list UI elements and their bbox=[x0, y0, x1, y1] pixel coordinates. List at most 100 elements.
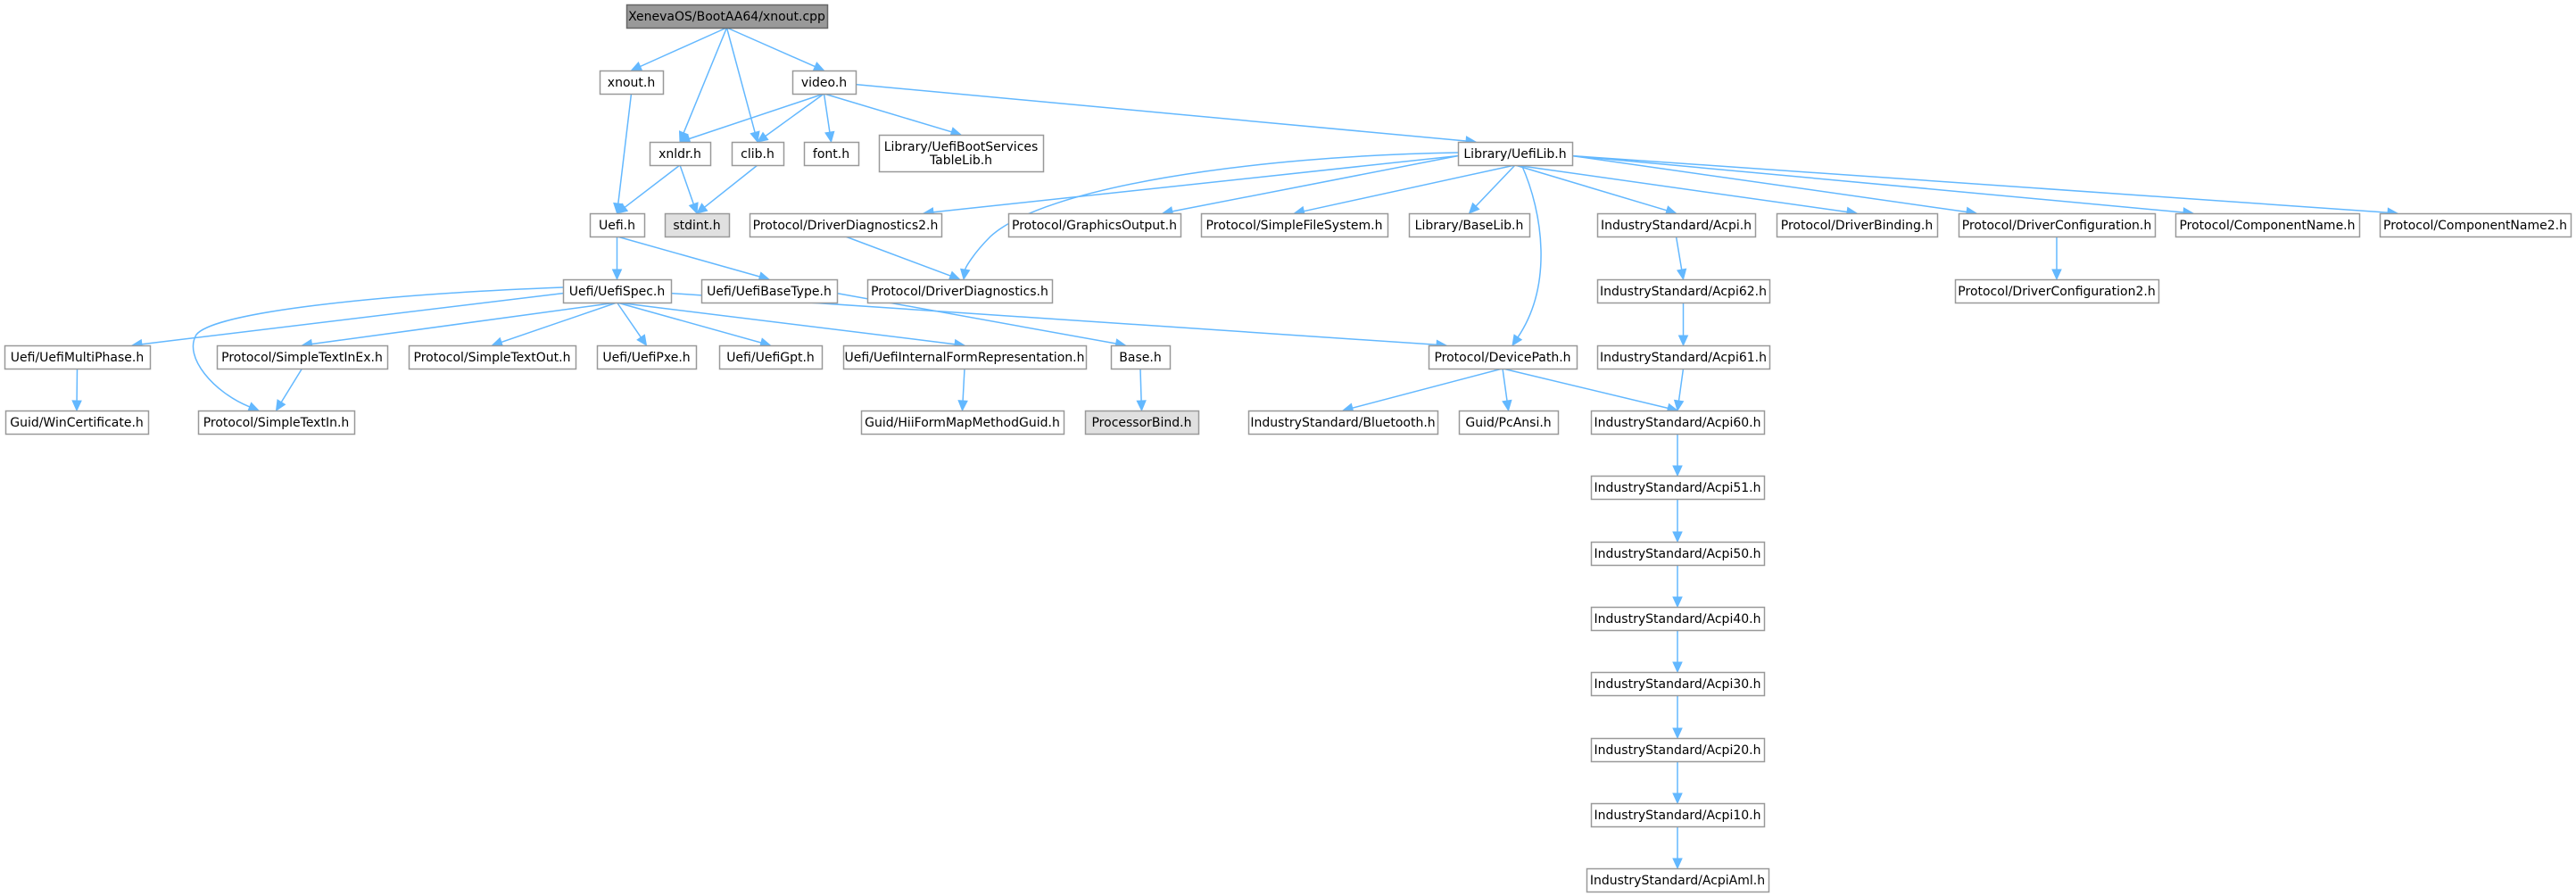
edge-root-to-xnldr-h bbox=[678, 27, 728, 144]
edge-uefilib-to-drvbind bbox=[1514, 164, 1859, 218]
edge-xnldr-h-to-stdint-h bbox=[679, 164, 699, 215]
node-box bbox=[1586, 867, 1770, 893]
edge-uefilib-to-devpath bbox=[1512, 163, 1542, 346]
node-uefispec[interactable]: Uefi/UefiSpec.h bbox=[562, 278, 673, 304]
node-pcansi[interactable]: Guid/PcAnsi.h bbox=[1458, 410, 1560, 436]
edge-uefispec-to-stiex bbox=[301, 302, 617, 350]
node-acpi30[interactable]: IndustryStandard/Acpi30.h bbox=[1590, 671, 1766, 697]
node-label: Guid/PcAnsi.h bbox=[1465, 416, 1551, 430]
edge-uefilib-to-sfs bbox=[1293, 164, 1516, 217]
arrowhead-icon bbox=[1468, 202, 1480, 214]
node-acpiaml[interactable]: IndustryStandard/AcpiAml.h bbox=[1586, 867, 1770, 893]
node-label: Library/UefiBootServices bbox=[884, 140, 1039, 154]
node-box bbox=[1247, 410, 1439, 436]
node-drvconf2[interactable]: Protocol/DriverConfiguration2.h bbox=[1954, 278, 2160, 304]
node-box bbox=[589, 212, 646, 238]
node-drvdiag2[interactable]: Protocol/DriverDiagnostics2.h bbox=[749, 212, 943, 238]
arrowhead-icon bbox=[1672, 727, 1683, 740]
node-acpi50[interactable]: IndustryStandard/Acpi50.h bbox=[1590, 541, 1766, 567]
node-compname[interactable]: Protocol/ComponentName.h bbox=[2174, 212, 2361, 238]
node-label: TableLib.h bbox=[929, 153, 992, 168]
node-multiphase[interactable]: Uefi/UefiMultiPhase.h bbox=[4, 344, 152, 370]
node-label: IndustryStandard/Acpi20.h bbox=[1594, 743, 1761, 758]
edge-line bbox=[725, 27, 756, 133]
edge-line bbox=[192, 286, 564, 408]
node-compname2[interactable]: Protocol/ComponentName2.h bbox=[2379, 212, 2572, 238]
node-box bbox=[1084, 410, 1200, 436]
edge-acpi60-to-acpi51 bbox=[1672, 434, 1683, 477]
node-uefilib[interactable]: Library/UefiLib.h bbox=[1457, 141, 1574, 167]
node-procbind[interactable]: ProcessorBind.h bbox=[1084, 410, 1200, 436]
node-xnldr-h[interactable]: xnldr.h bbox=[649, 141, 712, 167]
node-gfxout[interactable]: Protocol/GraphicsOutput.h bbox=[1007, 212, 1182, 238]
arrowhead-icon bbox=[2051, 269, 2062, 281]
node-acpi[interactable]: IndustryStandard/Acpi.h bbox=[1596, 212, 1757, 238]
node-acpi10[interactable]: IndustryStandard/Acpi10.h bbox=[1590, 802, 1766, 828]
edge-line bbox=[617, 93, 633, 204]
arrowhead-icon bbox=[1512, 334, 1523, 346]
node-label: Uefi/UefiMultiPhase.h bbox=[11, 351, 144, 365]
node-box bbox=[1590, 410, 1766, 436]
node-sfs[interactable]: Protocol/SimpleFileSystem.h bbox=[1200, 212, 1389, 238]
arrowhead-icon bbox=[948, 270, 961, 281]
node-drvbind[interactable]: Protocol/DriverBinding.h bbox=[1776, 212, 1939, 238]
node-box bbox=[842, 344, 1088, 370]
node-gpt[interactable]: Uefi/UefiGpt.h bbox=[718, 344, 824, 370]
node-label: Guid/HiiFormMapMethodGuid.h bbox=[865, 416, 1060, 430]
node-pxe[interactable]: Uefi/UefiPxe.h bbox=[596, 344, 698, 370]
edge-acpi-to-acpi62 bbox=[1675, 236, 1687, 281]
node-hiiform[interactable]: Guid/HiiFormMapMethodGuid.h bbox=[860, 410, 1065, 436]
arrowhead-icon bbox=[824, 130, 835, 144]
node-root[interactable]: XenevaOS/BootAA64/xnout.cpp bbox=[625, 4, 829, 29]
arrowhead-icon bbox=[696, 203, 708, 214]
node-drvconf[interactable]: Protocol/DriverConfiguration.h bbox=[1958, 212, 2157, 238]
node-box bbox=[1110, 344, 1172, 370]
node-stiex[interactable]: Protocol/SimpleTextInEx.h bbox=[216, 344, 389, 370]
edge-uefispec-to-pxe bbox=[616, 302, 648, 346]
edge-root-to-video-h bbox=[726, 27, 825, 71]
node-acpi61[interactable]: IndustryStandard/Acpi61.h bbox=[1596, 344, 1771, 370]
edge-line bbox=[1475, 164, 1516, 207]
node-box bbox=[866, 278, 1054, 304]
edge-ifr-to-hiiform bbox=[957, 368, 968, 412]
node-stdint-h[interactable]: stdint.h bbox=[664, 212, 731, 238]
node-box bbox=[1590, 541, 1766, 567]
node-uefibasetype[interactable]: Uefi/UefiBaseType.h bbox=[700, 278, 839, 304]
node-wincert[interactable]: Guid/WinCertificate.h bbox=[4, 410, 150, 436]
node-uefi-h[interactable]: Uefi.h bbox=[589, 212, 646, 238]
edge-devpath-to-pcansi bbox=[1502, 368, 1512, 412]
edge-line bbox=[765, 93, 824, 137]
node-baselib[interactable]: Library/BaseLib.h bbox=[1408, 212, 1531, 238]
node-label: Protocol/DriverBinding.h bbox=[1781, 219, 1933, 233]
node-box bbox=[1596, 344, 1771, 370]
edge-line bbox=[1675, 236, 1683, 270]
node-bluetooth[interactable]: IndustryStandard/Bluetooth.h bbox=[1247, 410, 1439, 436]
node-drvdiag[interactable]: Protocol/DriverDiagnostics.h bbox=[866, 278, 1054, 304]
node-font-h[interactable]: font.h bbox=[803, 141, 860, 167]
node-acpi51[interactable]: IndustryStandard/Acpi51.h bbox=[1590, 475, 1766, 501]
arrowhead-icon bbox=[71, 400, 82, 412]
node-label: IndustryStandard/Bluetooth.h bbox=[1250, 416, 1435, 430]
edge-line bbox=[617, 236, 760, 278]
node-acpi60[interactable]: IndustryStandard/Acpi60.h bbox=[1590, 410, 1766, 436]
node-video-h[interactable]: video.h bbox=[791, 70, 857, 95]
edge-drvdiag2-to-drvdiag bbox=[845, 236, 961, 281]
node-box bbox=[408, 344, 577, 370]
node-ifr[interactable]: Uefi/UefiInternalFormRepresentation.h bbox=[842, 344, 1088, 370]
edge-line bbox=[640, 27, 727, 68]
node-xnout-h[interactable]: xnout.h bbox=[599, 70, 665, 95]
node-base-h[interactable]: Base.h bbox=[1110, 344, 1172, 370]
node-box bbox=[731, 141, 785, 167]
node-devpath[interactable]: Protocol/DevicePath.h bbox=[1428, 344, 1578, 370]
node-clib-h[interactable]: clib.h bbox=[731, 141, 785, 167]
edge-line bbox=[1502, 368, 1508, 402]
node-sti[interactable]: Protocol/SimpleTextIn.h bbox=[197, 410, 356, 436]
edge-line bbox=[1514, 164, 1848, 213]
arrowhead-icon bbox=[630, 61, 643, 71]
node-acpi20[interactable]: IndustryStandard/Acpi20.h bbox=[1590, 737, 1766, 763]
node-acpi40[interactable]: IndustryStandard/Acpi40.h bbox=[1590, 606, 1766, 632]
node-sto[interactable]: Protocol/SimpleTextOut.h bbox=[408, 344, 577, 370]
node-acpi62[interactable]: IndustryStandard/Acpi62.h bbox=[1596, 278, 1771, 304]
node-label: Base.h bbox=[1119, 351, 1161, 365]
